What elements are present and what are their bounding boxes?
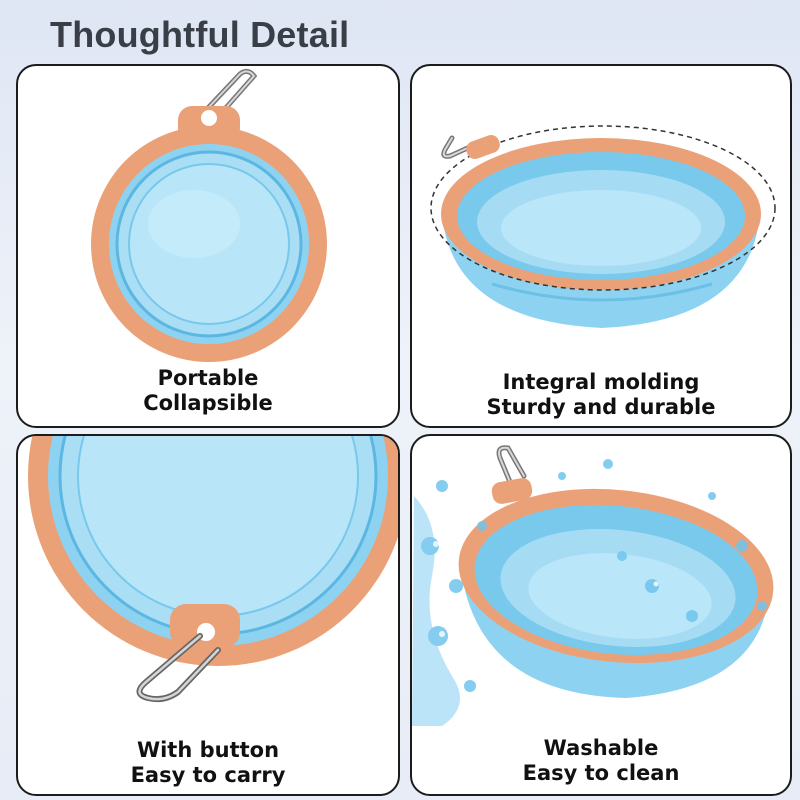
caption-line-2: Sturdy and durable	[486, 395, 716, 419]
caption-line-1: With button	[136, 738, 280, 762]
feature-caption: Portable Collapsible	[18, 366, 398, 416]
page-title: Thoughtful Detail	[50, 14, 350, 55]
caption-line-2: Easy to clean	[522, 761, 680, 785]
carabiner-icon	[136, 633, 221, 703]
feature-caption: Integral molding Sturdy and durable	[412, 370, 790, 420]
feature-caption: With button Easy to carry	[18, 738, 398, 788]
carabiner-clip-closeup-icon	[28, 436, 398, 703]
feature-panel-with-button: With button Easy to carry	[16, 434, 400, 796]
caption-line-2: Collapsible	[143, 391, 273, 415]
caption-line-1: Portable	[157, 366, 259, 390]
caption-line-1: Integral molding	[502, 370, 700, 394]
caption-line-2: Easy to carry	[130, 763, 286, 787]
caption-line-1: Washable	[543, 736, 659, 760]
carabiner-icon	[205, 68, 258, 113]
feature-panel-integral-molding: Integral molding Sturdy and durable	[410, 64, 792, 428]
feature-panel-washable: Washable Easy to clean	[410, 434, 792, 796]
feature-caption: Washable Easy to clean	[412, 736, 790, 786]
bowl-water-splash-icon	[412, 445, 774, 726]
expanded-bowl-side-view-icon	[430, 125, 776, 328]
collapsed-bowl-top-view-icon	[91, 68, 327, 362]
carabiner-icon	[441, 135, 475, 159]
feature-panel-portable: Portable Collapsible	[16, 64, 400, 428]
carabiner-icon	[496, 445, 527, 485]
